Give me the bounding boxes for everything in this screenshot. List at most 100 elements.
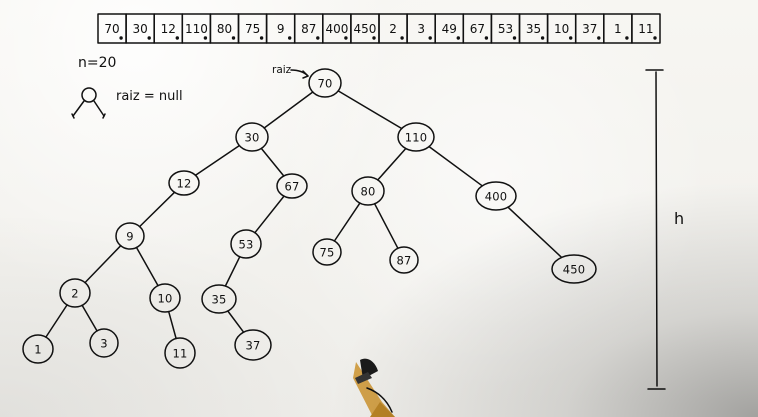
array-cell-pointer-dot — [540, 36, 545, 40]
tree-node-circle — [351, 176, 385, 206]
tree-node: 450 — [551, 254, 597, 284]
array-cell-pointer-dot — [175, 36, 179, 40]
tree-edge — [373, 202, 399, 250]
array-cell: 1 — [603, 13, 633, 44]
array-cell-pointer-dot — [203, 36, 208, 40]
array-cell-box — [631, 13, 661, 44]
array-cell-pointer-dot — [344, 36, 348, 40]
tree-node-label: 1 — [34, 343, 42, 357]
tree-node: 70 — [308, 68, 342, 98]
array-cell: 9 — [265, 13, 296, 44]
array-cell-pointer-dot — [400, 36, 404, 40]
tree-node-label: 110 — [405, 131, 428, 145]
tree-node: 53 — [230, 229, 262, 259]
tree-node-label: 75 — [319, 246, 334, 260]
tree-node-circle — [230, 229, 262, 259]
tree-node-label: 11 — [172, 347, 187, 361]
array-cell: 67 — [462, 13, 493, 44]
array-cell-pointer-dot — [512, 36, 517, 40]
tree-node: 3 — [89, 328, 119, 358]
array-cell-value: 75 — [245, 22, 260, 36]
root-pointer-label: raiz — [272, 64, 292, 76]
array-cell-value: 3 — [417, 22, 425, 36]
array-cell: 12 — [153, 13, 184, 44]
array-cell-pointer-dot — [119, 36, 123, 40]
array-cell-value: 70 — [104, 22, 119, 36]
tree-node: 87 — [389, 246, 419, 274]
array-cell-value: 30 — [133, 22, 148, 36]
tree-node-circle — [89, 328, 119, 358]
tree-node: 75 — [312, 238, 342, 266]
tree-edge — [263, 91, 314, 129]
tree-node-circle — [276, 173, 308, 199]
height-brace — [645, 69, 666, 390]
tree-node-circle — [149, 283, 181, 313]
array-cell-value: 35 — [526, 22, 541, 36]
tree-node-circle — [234, 329, 272, 361]
tree-node-label: 30 — [244, 131, 259, 145]
tree-node-label: 70 — [317, 77, 332, 91]
tree-edge — [428, 145, 483, 187]
array-cell-pointer-dot — [625, 36, 629, 40]
array-cell-value: 37 — [582, 22, 597, 36]
array-cell-value: 2 — [389, 22, 397, 36]
height-label: h — [674, 209, 684, 228]
tree-node: 9 — [115, 222, 145, 250]
array-cell-pointer-dot — [231, 36, 236, 40]
array-cell: 53 — [490, 13, 521, 44]
root-pointer-arrowhead — [302, 70, 309, 79]
tree-node: 110 — [397, 122, 435, 152]
array-cell: 87 — [293, 13, 324, 44]
array-cell-pointer-dot — [653, 36, 657, 40]
tree-node: 12 — [168, 170, 200, 196]
tree-node-circle — [475, 181, 517, 211]
n-label: n=20 — [78, 55, 116, 71]
array-cell-value: 12 — [161, 22, 176, 36]
null-node-doodle — [71, 87, 106, 119]
array-cell-value: 49 — [442, 22, 457, 36]
tree-node: 1 — [22, 334, 54, 364]
tree-node: 30 — [235, 122, 269, 152]
tree-node-circle — [235, 122, 269, 152]
tree-node-label: 87 — [396, 254, 411, 268]
tree-node-label: 35 — [211, 293, 226, 307]
tree-edge — [138, 191, 176, 228]
array-cell: 450 — [350, 13, 380, 44]
array-cell-pointer-dot — [316, 36, 320, 40]
tree-node: 80 — [351, 176, 385, 206]
tree-node-circle — [201, 284, 237, 314]
array-cell-value: 1 — [614, 22, 622, 36]
array-cell-pointer-dot — [372, 36, 376, 40]
array-cell-value: 11 — [638, 22, 653, 36]
array-cell: 49 — [434, 13, 465, 44]
annotations: n=20 raiz = null raiz h — [71, 55, 684, 390]
array-cell-value: 450 — [353, 22, 376, 36]
tree-node-label: 53 — [238, 238, 253, 252]
tree-node-label: 2 — [71, 287, 79, 301]
tree-edge — [45, 304, 68, 338]
tree-node-label: 9 — [126, 230, 134, 244]
array-cell-value: 80 — [217, 22, 232, 36]
array-cell-pointer-dot — [597, 36, 601, 40]
tree-node-label: 3 — [100, 337, 108, 351]
tree-node: 67 — [276, 173, 308, 199]
array-cell-value: 10 — [554, 22, 569, 36]
tree-node-label: 80 — [360, 185, 375, 199]
tree-node: 35 — [201, 284, 237, 314]
tree-node-label: 10 — [157, 292, 172, 306]
tree-edge — [194, 144, 241, 177]
array-cell: 400 — [322, 13, 352, 44]
tree-edge — [84, 244, 122, 284]
array-cell-pointer-dot — [259, 36, 264, 40]
tree-node-circle — [389, 246, 419, 274]
tree-node-label: 12 — [176, 177, 191, 191]
tree-edge — [377, 147, 407, 181]
array-cell-value: 67 — [470, 22, 485, 36]
array-cell-value: 110 — [185, 22, 208, 36]
array-cell: 70 — [97, 13, 127, 44]
array-cell-value: 87 — [301, 22, 316, 36]
array-cell: 110 — [181, 13, 212, 44]
